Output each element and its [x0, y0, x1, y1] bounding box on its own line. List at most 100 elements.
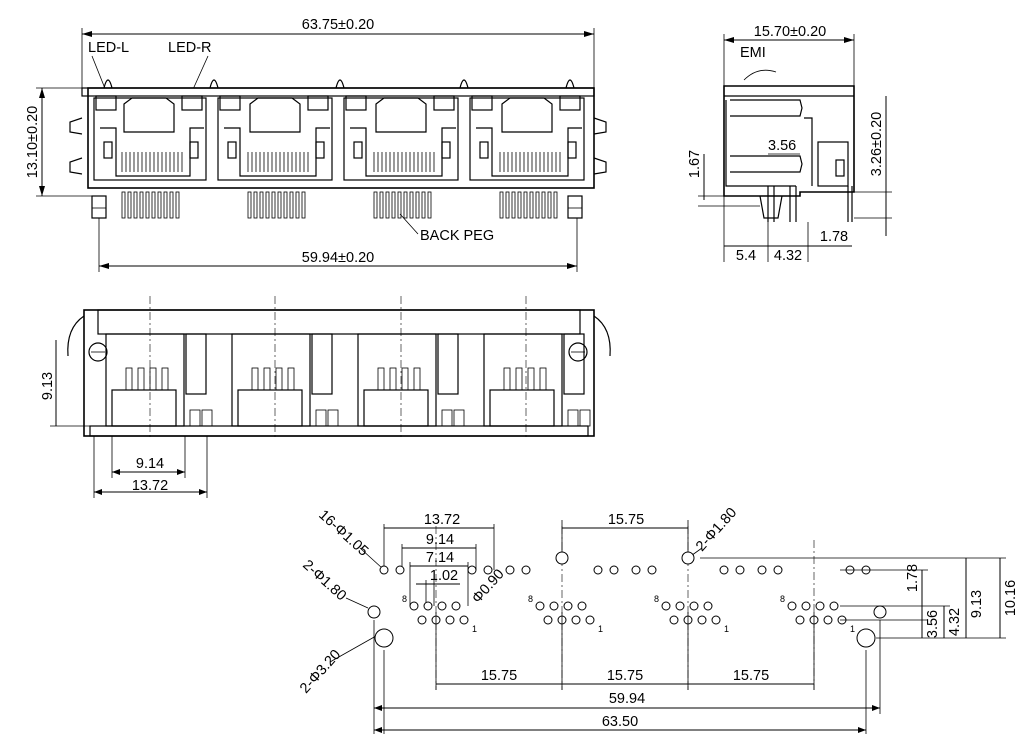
front-bottom-pin	[145, 191, 150, 219]
pcb-signal-hole	[535, 601, 545, 611]
pcb-port-pitch-2: 15.75	[607, 668, 643, 684]
front-bottom-pin	[379, 191, 384, 219]
front-bottom-pin	[499, 191, 504, 219]
pcb-signal-hole	[689, 601, 699, 611]
top-port-pin	[515, 367, 523, 391]
front-bottom-pin	[133, 191, 138, 219]
front-contacts	[121, 152, 561, 172]
pcb-signal-hole	[801, 601, 811, 611]
front-bottom-pin	[421, 191, 426, 219]
top-port-pin	[377, 367, 385, 391]
front-port-1	[93, 95, 207, 181]
pcb-signal-hole	[711, 615, 721, 625]
front-bottom-pin	[169, 191, 174, 219]
pcb-signal-hole	[437, 601, 447, 611]
front-bottom-pin	[163, 191, 168, 219]
front-view: 63.75±0.20 LED-L LED-R 13.10±0.20	[25, 17, 607, 272]
pcb-right-dim-4-32: 4.32	[947, 608, 963, 636]
pcb-led-hole	[773, 565, 783, 575]
front-bottom-pin	[157, 191, 162, 219]
pcb-led-hole	[483, 565, 493, 575]
pcb-port-pitch-top: 15.75	[608, 512, 644, 528]
pcb-led-hole	[757, 565, 767, 575]
pcb-pin-last-label: 1	[850, 624, 855, 634]
front-bottom-pin	[409, 191, 414, 219]
pcb-led-hole	[467, 565, 477, 575]
front-bottom-pin	[265, 191, 270, 219]
side-depth-dim: 15.70±0.20	[754, 24, 826, 40]
front-bottom-pin	[127, 191, 132, 219]
pcb-led-hole	[631, 565, 641, 575]
pcb-led-hole-mid-left	[555, 551, 569, 565]
pcb-port-pitch-3: 15.75	[733, 668, 769, 684]
front-bottom-pin	[391, 191, 396, 219]
top-port-pin	[413, 367, 421, 391]
pcb-right-dim-10-16: 10.16	[1003, 580, 1019, 616]
front-bottom-pin	[397, 191, 402, 219]
pcb-signal-hole	[703, 601, 713, 611]
top-port-divider	[437, 333, 459, 395]
top-port-pin	[161, 367, 169, 391]
pcb-holes	[379, 565, 871, 625]
pcb-span-outer-dim: 63.50	[602, 714, 638, 730]
front-bottom-pin	[175, 191, 180, 219]
pcb-signal-hole	[459, 615, 469, 625]
front-bottom-pin	[271, 191, 276, 219]
pcb-led-hole-left	[367, 605, 381, 619]
front-bottom-pin	[529, 191, 534, 219]
pcb-signal-hole	[445, 615, 455, 625]
pcb-dim-13-72: 13.72	[424, 512, 460, 528]
pcb-dim-1-02: 1.02	[430, 568, 458, 584]
front-bottom-pin	[385, 191, 390, 219]
pcb-right-dim-1-78: 1.78	[905, 564, 921, 592]
pcb-signal-hole	[795, 615, 805, 625]
pcb-signal-hole	[409, 601, 419, 611]
top-port-divider	[185, 333, 207, 395]
pcb-pin-first-label: 8	[402, 594, 407, 604]
pcb-right-dim-9-13: 9.13	[969, 590, 985, 618]
front-bottom-pin	[253, 191, 258, 219]
top-pitch-outer-dim: 13.72	[132, 478, 168, 494]
front-bottom-pins	[121, 191, 558, 219]
top-view: 9.13 9.14 13.72	[40, 296, 611, 498]
front-bottom-pin	[247, 191, 252, 219]
top-port-pin	[503, 367, 511, 391]
pcb-pin-last-label: 1	[598, 624, 603, 634]
pcb-signal-hole	[571, 615, 581, 625]
top-port-pin	[527, 367, 535, 391]
pcb-signal-hole	[585, 615, 595, 625]
side-d2-dim: 4.32	[774, 248, 802, 264]
pcb-signal-hole	[661, 601, 671, 611]
top-height-dim: 9.13	[40, 372, 56, 400]
front-bottom-pin	[301, 191, 306, 219]
pcb-signal-hole	[829, 601, 839, 611]
pcb-led-hole	[593, 565, 603, 575]
front-port-4	[469, 95, 585, 181]
led-l-label: LED-L	[88, 40, 129, 56]
top-port-pin	[401, 367, 409, 391]
front-bottom-pin	[517, 191, 522, 219]
pcb-pin-first-label: 8	[654, 594, 659, 604]
pcb-signal-hole	[417, 615, 427, 625]
front-port-2	[217, 95, 333, 181]
top-pitch-inner-dim: 9.14	[136, 456, 164, 472]
top-port-pin	[137, 367, 145, 391]
pcb-hole-peg-callout: 2-Φ3.20	[297, 647, 344, 697]
side-pin-height-dim: 3.26±0.20	[869, 112, 885, 176]
pcb-peg-hole-left	[374, 628, 394, 648]
front-bottom-pin	[541, 191, 546, 219]
pcb-dim-9-14: 9.14	[426, 532, 454, 548]
pcb-signal-hole	[577, 601, 587, 611]
front-height-dim: 13.10±0.20	[25, 106, 41, 178]
top-port-divider	[563, 333, 585, 395]
pcb-pin-first-label: 8	[528, 594, 533, 604]
front-bottom-pin	[283, 191, 288, 219]
pcb-pin-first-label: 8	[780, 594, 785, 604]
pcb-led-hole	[395, 565, 405, 575]
pcb-signal-hole	[423, 601, 433, 611]
pcb-signal-hole	[823, 615, 833, 625]
front-bottom-pin	[511, 191, 516, 219]
front-bottom-pin	[505, 191, 510, 219]
led-r-label: LED-R	[168, 40, 212, 56]
